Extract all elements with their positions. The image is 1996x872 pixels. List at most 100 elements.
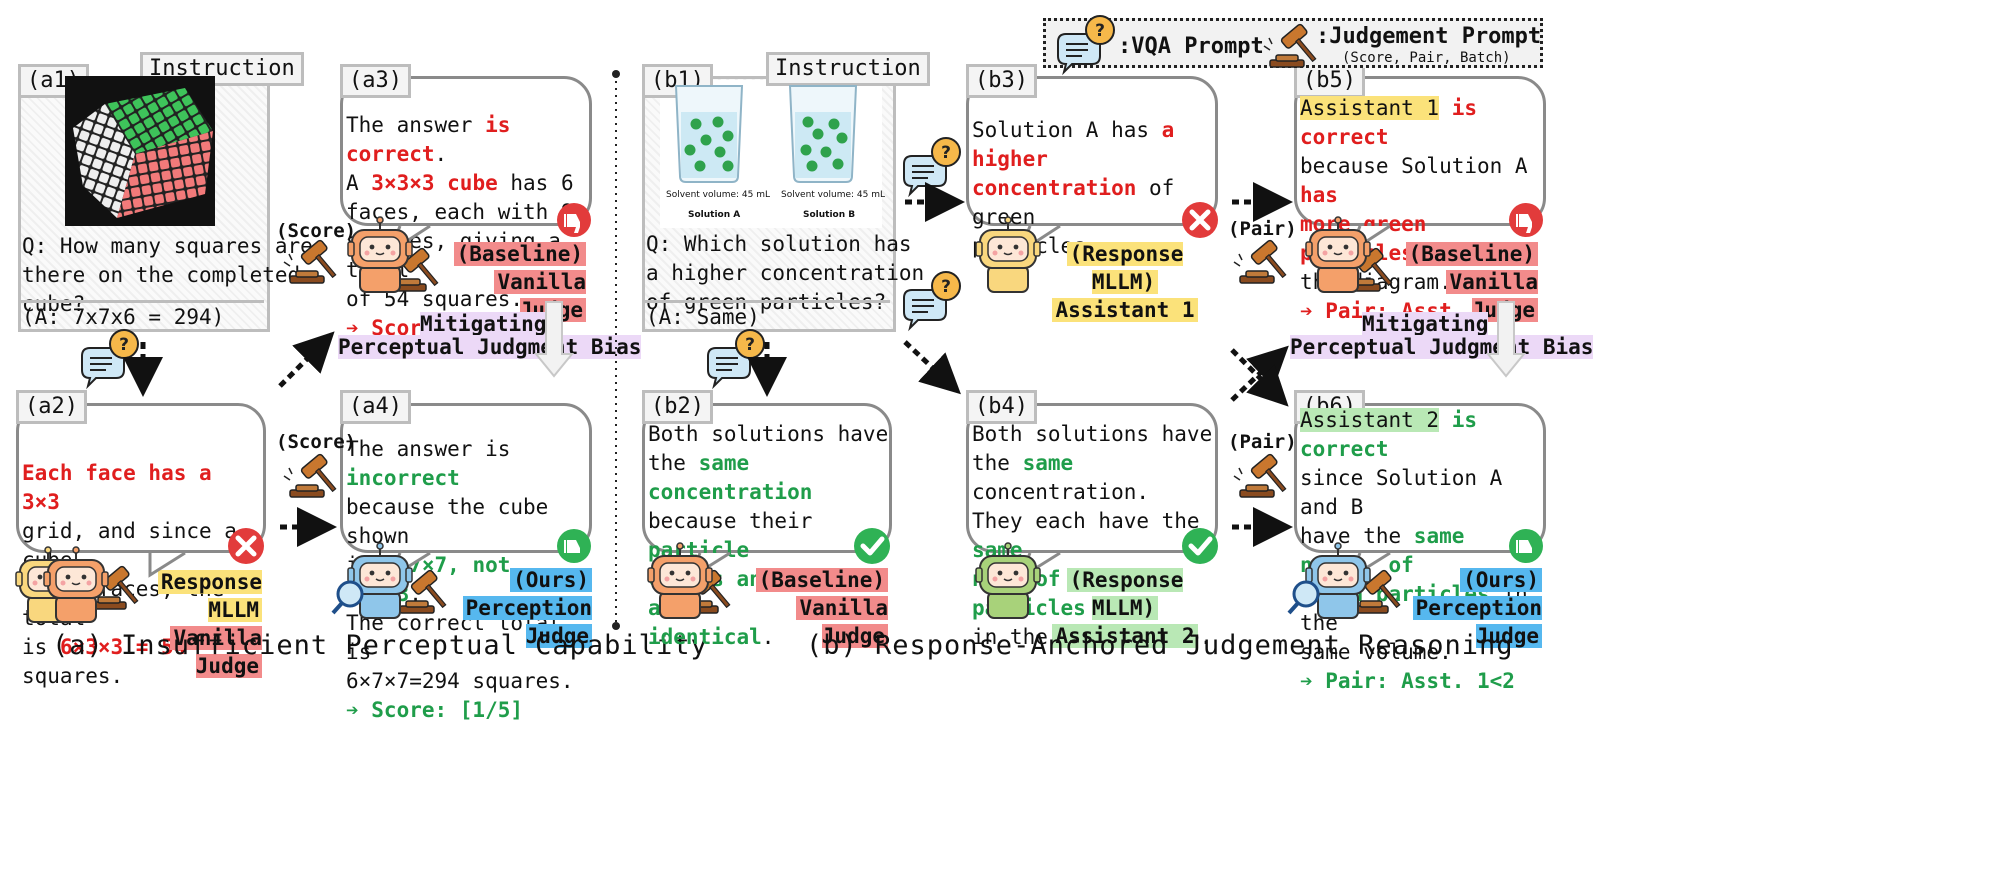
b2-text: Both solutions have the same concentrati…: [648, 420, 892, 652]
panel-divider: [612, 70, 620, 630]
a3-text-5: 3×3×3 cube: [371, 171, 498, 195]
a3-bubble: [340, 76, 592, 226]
flow-arrows: [123, 182, 1293, 547]
rubiks-cube-image: [65, 76, 215, 226]
a3-tag-line1: (Baseline): [453, 242, 586, 266]
a1-question: Q: How many squares are there on the com…: [22, 234, 313, 316]
thumbs-down-icon: [1509, 203, 1543, 237]
b4-label: (b4): [966, 390, 1037, 424]
b5-text-3: because Solution A: [1300, 154, 1528, 178]
b6-pair: ➔ Pair: Asst. 1<2: [1300, 669, 1515, 693]
a4-score: ➔ Score: [1/5]: [346, 698, 524, 722]
mitigate-arrow-b: [1485, 301, 1527, 378]
b5-text-1: Assistant 1: [1300, 96, 1440, 120]
b6-text-2: is correct: [1300, 408, 1478, 461]
b6-tag: (Ours) Perception Judge: [1346, 566, 1542, 650]
beaker-b-icon: [788, 85, 858, 183]
magnifier-icon: [331, 580, 364, 615]
b1-instruction-label: Instruction: [766, 52, 930, 86]
a4-label: (a4): [340, 390, 411, 424]
a3-text-3: .: [434, 142, 448, 166]
solution-b-text: Solution B: [803, 210, 856, 220]
b3-bubble: [966, 76, 1218, 226]
speech-bubble-question-icon: [903, 137, 961, 195]
caption-a: (a) Insufficient Perceptual Capability: [52, 630, 708, 661]
caption-b: (b) Response-Anchored Judgement Reasonin…: [806, 630, 1514, 661]
a2-tag: Response MLLM Vanilla Judge: [110, 568, 262, 680]
cross-icon: [1182, 202, 1218, 238]
a-mitigate-text-2: Perceptual Judgment Bias: [338, 333, 642, 361]
b3-label: (b3): [966, 64, 1037, 98]
score-label-bottom: (Score): [276, 431, 357, 453]
gavel-icon: [1263, 22, 1325, 70]
pair-label-bottom: (Pair): [1228, 431, 1297, 453]
b2-text-1: Both solutions have the: [648, 422, 889, 475]
a4-bubble: [340, 403, 592, 553]
b-mitigate-line2: Perceptual Judgment Bias: [1290, 335, 1594, 359]
b2-tag: (Baseline) Vanilla Judge: [720, 566, 888, 650]
a-mitigate-text: Mitigating: [420, 310, 547, 338]
a3-text-4: A: [346, 171, 372, 195]
b1-answer-box: [642, 300, 890, 329]
b2-bubble: [642, 403, 892, 553]
a4-tag: (Ours) Perception Judge: [396, 566, 592, 650]
a4-text-2: incorrect: [346, 466, 460, 490]
b-mitigate-text-2: Perceptual Judgment Bias: [1290, 333, 1594, 361]
b2-label: (b2): [642, 390, 713, 424]
b1-answer: (A: Same): [646, 305, 760, 329]
b2-text-5: .: [761, 625, 775, 649]
gavel-icon: [283, 452, 345, 500]
magnifier-icon: [1287, 580, 1320, 615]
a-mitigate-line1: Mitigating: [420, 312, 547, 336]
legend-vqa-text: :VQA Prompt: [1118, 34, 1264, 59]
b6-tag-line1: (Ours): [1460, 568, 1542, 592]
a1-answer-box: [18, 300, 264, 329]
a2-text-1: Each face has a 3×3: [22, 461, 212, 514]
speech-bubble-question-icon: [707, 329, 765, 387]
b-mitigate-line1: Mitigating: [1362, 312, 1489, 336]
b2-text-3: because their: [648, 509, 813, 533]
speech-bubble-question-icon: [1057, 15, 1115, 73]
a3-text-2: is correct: [346, 113, 511, 166]
beaker-a-icon: [674, 85, 744, 183]
b4-text-2: same: [1022, 451, 1074, 475]
b-mitigate-text: Mitigating: [1362, 310, 1489, 338]
b2-text-2: same concentration: [648, 451, 813, 504]
gavel-icon: [1233, 238, 1295, 286]
a2-bubble-tail: [148, 551, 186, 578]
b6-text: Assistant 2 is correct since Solution A …: [1300, 406, 1544, 696]
check-icon: [1182, 528, 1218, 564]
score-label-top: (Score): [276, 220, 357, 242]
a1-answer: (A: 7x7x6 = 294): [22, 305, 225, 329]
a2-label: (a2): [16, 390, 87, 424]
b5-tag-line1: (Baseline): [1405, 242, 1538, 266]
b5-text-2: is correct: [1300, 96, 1478, 149]
legend-judgement-sub: (Score, Pair, Batch): [1342, 50, 1511, 66]
a3-label: (a3): [340, 64, 411, 98]
b3-tag: (Response MLLM) Assistant 1: [1030, 240, 1220, 324]
thumbs-down-icon: [557, 203, 591, 237]
solvent-a-text: Solvent volume: 45 mL: [666, 190, 771, 200]
legend-judgement-text: :Judgement Prompt: [1316, 24, 1542, 49]
b6-text-3: since Solution A and B have the: [1300, 466, 1503, 548]
a2-bubble: [16, 403, 266, 553]
thumbs-up-icon: [557, 529, 591, 563]
b6-text-1: Assistant 2: [1300, 408, 1440, 432]
b5-text: Assistant 1 is correct because Solution …: [1300, 94, 1544, 326]
solvent-b-text: Solvent volume: 45 mL: [781, 190, 886, 200]
a3-text-1: The answer: [346, 113, 486, 137]
speech-bubble-question-icon: [903, 271, 961, 329]
b3-tag-line2: Assistant 1: [1052, 298, 1198, 322]
mitigate-arrow-a: [533, 301, 575, 378]
thumbs-up-icon: [1509, 529, 1543, 563]
b4-text-3: concentration. They each have the: [972, 480, 1200, 533]
a-mitigate-line2: Perceptual Judgment Bias: [338, 335, 642, 359]
a4-text-1: The answer is: [346, 437, 511, 461]
pair-label-top: (Pair): [1228, 218, 1297, 240]
check-icon: [854, 528, 890, 564]
b3-text-2: a higher concentration: [972, 118, 1175, 200]
a4-tag-line1: (Ours): [510, 568, 592, 592]
b4-tag-line2: Assistant 2: [1052, 624, 1198, 648]
b4-bubble: [966, 403, 1218, 553]
